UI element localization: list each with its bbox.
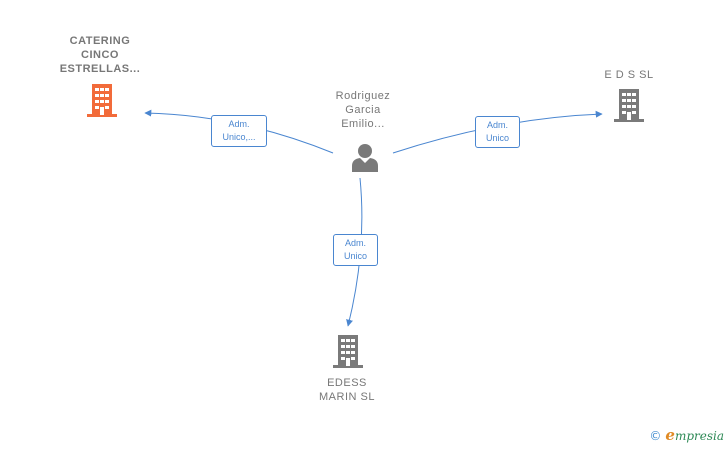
- edge-label-edess: Adm. Unico: [333, 234, 378, 266]
- edge-label-line: Unico: [485, 133, 509, 143]
- brand-logo: ©empresia: [649, 426, 724, 444]
- edge-label-line: Adm.: [344, 238, 366, 248]
- node-label-line: Rodriguez: [335, 90, 391, 102]
- copyright-symbol: ©: [649, 429, 662, 443]
- building-icon[interactable]: [332, 334, 364, 370]
- node-label-line: Garcia: [345, 104, 381, 116]
- person-icon[interactable]: [350, 142, 380, 172]
- edge-label-line: Adm.: [228, 119, 250, 129]
- edge-label-eds: Adm. Unico: [475, 116, 520, 148]
- node-label-line: CINCO: [81, 49, 119, 61]
- node-label-line: ESTRELLAS...: [59, 63, 141, 75]
- node-label-line: E D S SL: [604, 69, 654, 81]
- building-icon[interactable]: [86, 83, 118, 119]
- node-label-line: EDESS: [327, 377, 367, 389]
- node-label-edess[interactable]: EDESS MARIN SL: [301, 376, 393, 404]
- node-label-eds[interactable]: E D S SL: [584, 68, 674, 82]
- edge-label-line: Unico,...: [222, 132, 256, 142]
- brand-name: mpresia: [674, 429, 724, 443]
- node-label-line: Emilio...: [341, 118, 385, 130]
- brand-initial: e: [665, 426, 675, 444]
- building-icon[interactable]: [613, 88, 645, 124]
- node-label-line: CATERING: [69, 35, 131, 47]
- edge-label-catering: Adm. Unico,...: [211, 115, 267, 147]
- edge-label-line: Adm.: [486, 120, 508, 130]
- node-label-line: MARIN SL: [319, 391, 375, 403]
- node-label-catering[interactable]: CATERING CINCO ESTRELLAS...: [45, 34, 155, 76]
- node-label-person[interactable]: Rodriguez Garcia Emilio...: [318, 89, 408, 131]
- edge-label-line: Unico: [343, 251, 367, 261]
